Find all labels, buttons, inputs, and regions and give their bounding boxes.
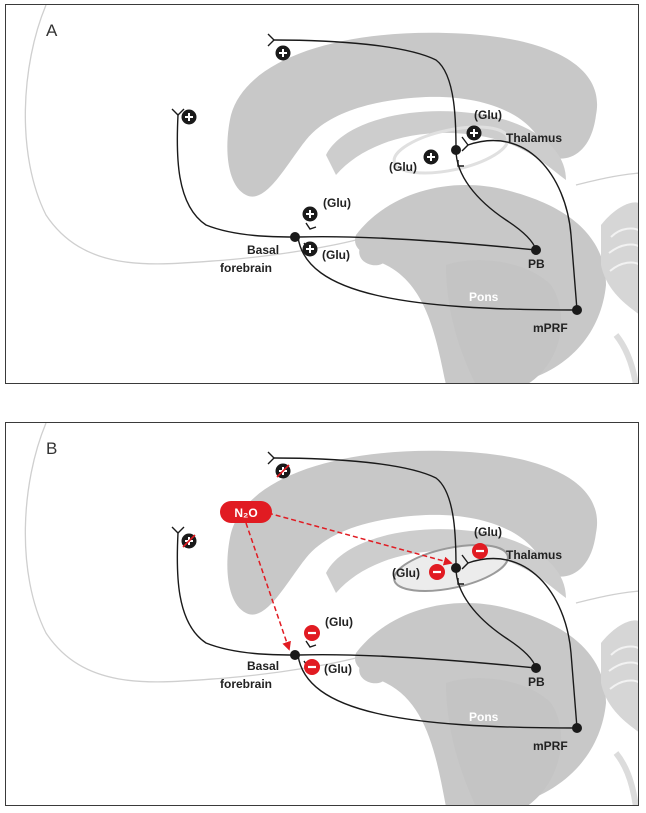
blocked-plus-icon: [181, 533, 197, 549]
minus-badge-icon: [304, 659, 320, 675]
neuron-bodies: [290, 145, 582, 315]
label-glu-bf-top: (Glu): [323, 196, 351, 210]
neuron-body-icon: [572, 723, 582, 733]
pathway-cortex-to-basal-forebrain: [176, 532, 296, 656]
synapse-fork-icon: [267, 33, 275, 47]
brain-background: [24, 423, 638, 805]
neuron-body-icon: [451, 563, 461, 573]
panel-letter: A: [46, 21, 58, 40]
plus-badge-icon: [302, 206, 318, 222]
brain-background: [24, 5, 638, 383]
pathway-thalamus-to-mprf: [467, 557, 578, 729]
synapses: [171, 33, 469, 250]
label-forebrain: forebrain: [220, 261, 272, 275]
pathway-bf-to-pb: [297, 653, 537, 669]
neuron-body-icon: [531, 663, 541, 673]
minus-badge-icon: [304, 625, 320, 641]
label-thalamus: Thalamus: [506, 131, 562, 145]
neuron-body-icon: [290, 232, 300, 242]
small-structure: [359, 236, 392, 266]
label-glu-bf-bottom: (Glu): [322, 248, 350, 262]
panel-b: N₂O (Glu) (Glu) Thalamus (Glu) (Glu) Bas…: [5, 422, 639, 806]
minus-badge-icon: [472, 543, 488, 559]
label-glu-bf-bottom: (Glu): [324, 662, 352, 676]
label-glu-thalamus-top: (Glu): [474, 108, 502, 122]
plus-badge-icon: [275, 45, 291, 61]
pathway-bf-to-pb: [297, 235, 537, 251]
plus-badge-icon: [181, 109, 197, 125]
fornix: [326, 111, 566, 180]
fornix: [326, 529, 566, 598]
neuron-bodies: [290, 563, 582, 733]
label-glu-thalamus-left: (Glu): [392, 566, 420, 580]
corpus-callosum: [227, 32, 598, 197]
pathways: [176, 39, 578, 311]
synapse-fork-icon: [171, 526, 185, 534]
dashed-arrow-icon: [245, 522, 291, 651]
inhibitory-badges: [304, 543, 488, 675]
neuron-body-icon: [451, 145, 461, 155]
synapse-fork-icon: [461, 554, 469, 570]
plus-badge-icon: [423, 149, 439, 165]
plus-badge-icon: [466, 125, 482, 141]
blocked-badges: [181, 463, 291, 549]
excitatory-badges: [181, 45, 482, 257]
corpus-callosum: [227, 450, 598, 615]
pathway-cortex-to-basal-forebrain: [176, 114, 296, 238]
pathways: [176, 457, 578, 729]
drug-label: N₂O: [234, 506, 257, 520]
label-basal: Basal: [247, 659, 279, 673]
label-basal: Basal: [247, 243, 279, 257]
pathway-thalamus-to-mprf: [467, 139, 578, 311]
brainstem-outline: [575, 590, 638, 604]
label-thalamus: Thalamus: [506, 548, 562, 562]
label-pb: PB: [528, 257, 545, 271]
label-pons: Pons: [469, 290, 499, 304]
drug-badge: N₂O: [220, 501, 272, 523]
panel-letter: B: [46, 439, 58, 458]
neuron-body-icon: [531, 245, 541, 255]
synapse-fork-icon: [267, 451, 275, 465]
cerebellum: [601, 620, 638, 805]
pons-region: [446, 678, 562, 805]
label-pons: Pons: [469, 710, 499, 724]
drug-arrows: [245, 512, 453, 651]
brain-diagram-b: N₂O (Glu) (Glu) Thalamus (Glu) (Glu) Bas…: [24, 423, 638, 805]
label-glu-thalamus-top: (Glu): [474, 525, 502, 539]
synapse-fork-icon: [457, 160, 464, 167]
label-mprf: mPRF: [533, 321, 568, 335]
thalamus-region: [392, 125, 510, 175]
pathway-thalamus-to-pb: [455, 149, 537, 251]
label-mprf: mPRF: [533, 739, 568, 753]
neuron-body-icon: [572, 305, 582, 315]
synapse-fork-icon: [457, 578, 464, 585]
minus-badge-icon: [429, 564, 445, 580]
pathway-bf-to-mprf: [297, 236, 578, 311]
synapse-fork-icon: [305, 222, 317, 230]
plus-badge-icon: [302, 241, 318, 257]
blocked-plus-icon: [275, 463, 291, 479]
cortex-outline: [24, 5, 357, 265]
label-pb: PB: [528, 675, 545, 689]
pathway-cortex-to-thalamus: [273, 39, 457, 151]
brain-diagram-a: (Glu) (Glu) Thalamus (Glu) (Glu) Basal f…: [24, 5, 638, 383]
synapse-fork-icon: [461, 136, 469, 152]
pathway-bf-to-mprf: [297, 654, 578, 729]
label-glu-bf-top: (Glu): [325, 615, 353, 629]
synapse-fork-icon: [171, 108, 185, 116]
small-structure: [359, 654, 392, 684]
brainstem-outline: [575, 172, 638, 186]
pathway-thalamus-to-pb: [455, 567, 537, 669]
neuron-body-icon: [290, 650, 300, 660]
synapse-fork-icon: [305, 640, 317, 648]
label-forebrain: forebrain: [220, 677, 272, 691]
pathway-cortex-to-thalamus: [273, 457, 457, 569]
panel-a: (Glu) (Glu) Thalamus (Glu) (Glu) Basal f…: [5, 4, 639, 384]
cerebellum: [601, 202, 638, 383]
cortex-outline: [24, 423, 357, 683]
pons-region: [446, 260, 562, 383]
label-glu-thalamus-left: (Glu): [389, 160, 417, 174]
